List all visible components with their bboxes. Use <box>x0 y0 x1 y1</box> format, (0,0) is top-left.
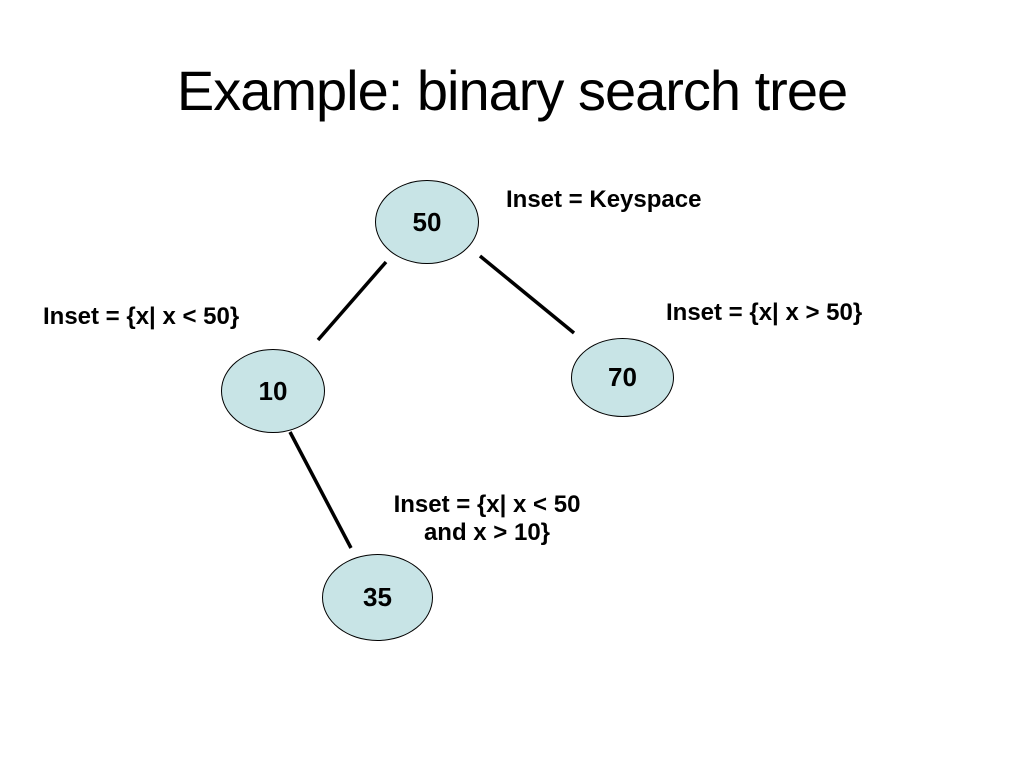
annotation-left-subtree: Inset = {x| x < 50} <box>43 303 240 330</box>
annotation-root-keyspace: Inset = Keyspace <box>506 186 702 213</box>
tree-node-35-value: 35 <box>363 582 392 612</box>
annotation-right-subtree: Inset = {x| x > 50} <box>666 299 863 326</box>
tree-node-35: 35 <box>322 554 433 641</box>
edge-50-70 <box>478 254 576 335</box>
edge-10-35 <box>288 431 353 549</box>
tree-node-50-value: 50 <box>412 206 442 237</box>
slide-title: Example: binary search tree <box>176 59 848 122</box>
tree-node-50: 50 <box>375 180 479 264</box>
annotation-left-grandchild-subtree: Inset = {x| x < 50 and x > 10} <box>393 491 581 546</box>
edge-50-10 <box>316 260 388 342</box>
tree-node-10-value: 10 <box>258 375 288 406</box>
tree-node-70-value: 70 <box>608 362 637 392</box>
tree-node-10: 10 <box>221 349 325 433</box>
tree-node-70: 70 <box>571 338 674 417</box>
